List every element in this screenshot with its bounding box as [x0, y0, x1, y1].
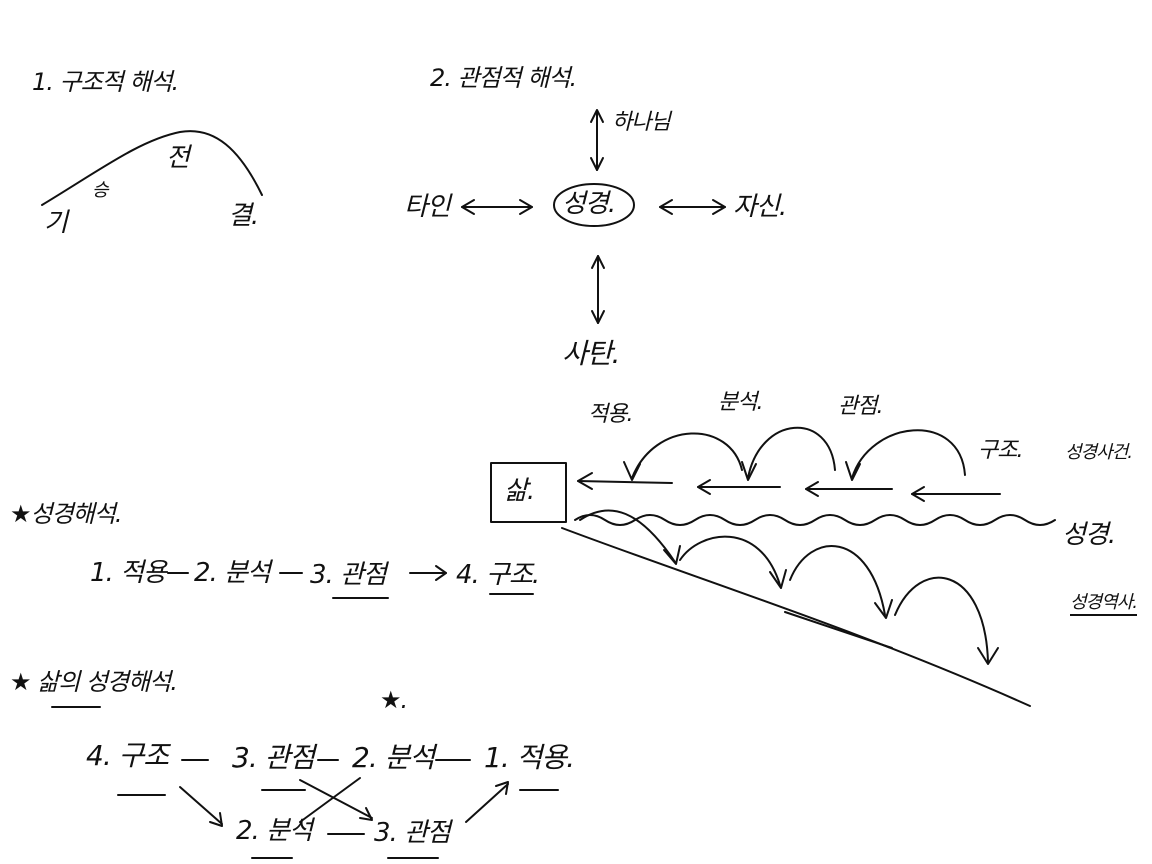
loop-apply [631, 432, 743, 479]
order2-star: ★. [380, 686, 408, 714]
label-seung: 승 [92, 180, 109, 201]
order2-arrow-a [179, 786, 223, 825]
label-satan: 사탄. [562, 337, 620, 370]
label-bible-wave: 성경. [1062, 520, 1116, 550]
history-line [561, 527, 1031, 707]
label-step-structure: 구조. [978, 438, 1023, 463]
low-loop-3 [789, 545, 886, 616]
structure-arc [41, 130, 263, 206]
order2-title: ★ 삶의 성경해석. [10, 668, 178, 696]
order1-title: ★성경해석. [10, 500, 122, 528]
arrow-down-head-a [591, 255, 605, 269]
order2-arrow-a-head [209, 812, 223, 827]
arrow-left-head-b [519, 199, 533, 215]
order1-step4: 4. 구조. [456, 560, 540, 590]
flow-arrow-2-head [697, 479, 711, 495]
low-loop-2 [679, 535, 781, 586]
flow-arrow-1-head [577, 472, 593, 490]
order1-step1: 1. 적용 [90, 558, 167, 588]
arrow-up-head [590, 109, 604, 123]
order2-top-4: 4. 구조 [86, 739, 169, 772]
structure-title: 1. 구조적 해석. [32, 68, 179, 96]
label-god: 하나님 [612, 110, 671, 135]
loop-view-head [845, 461, 861, 481]
center-circle [553, 183, 635, 227]
arrow-right-head-b [712, 199, 726, 215]
label-jeon: 전 [166, 143, 190, 173]
order2-bottom-2: 2. 분석 [236, 816, 313, 846]
order1-step3: 3. 관점 [310, 560, 387, 590]
label-self: 자신. [733, 192, 787, 222]
low-loop-4 [894, 576, 989, 663]
order2-cross-2 [299, 777, 361, 823]
order2-arrow-b [465, 783, 509, 823]
order1-step2: 2. 분석 [194, 558, 271, 588]
flow-arrow-4-head [911, 486, 925, 502]
loop-analysis [747, 426, 836, 479]
flow-arrow-1 [577, 480, 673, 484]
loop-apply-head [623, 461, 641, 481]
flow-arrow-3-head [805, 481, 819, 497]
arrow-right-head-a [659, 199, 673, 215]
label-gi: 기 [44, 208, 68, 238]
low-loop-4-head [977, 647, 999, 665]
low-loop-3-head [874, 599, 893, 619]
order2-top-2: 2. 분석 [352, 741, 435, 774]
low-loop-2-head [769, 569, 787, 589]
order1-arrow-head [435, 565, 447, 581]
order2-bottom-3: 3. 관점 [374, 818, 451, 848]
label-bible-center: 성경. [562, 189, 616, 219]
label-bible-history: 성경역사. [1070, 594, 1138, 616]
loop-analysis-head [741, 461, 757, 481]
loop-view [851, 429, 966, 479]
label-bible-event: 성경사건. [1065, 442, 1133, 463]
arrow-up-tail [590, 157, 604, 171]
viewpoint-title: 2. 관점적 해석. [430, 64, 577, 92]
bible-wave [574, 514, 1056, 526]
order2-cross-1-head [359, 807, 373, 821]
order2-cross-1 [299, 779, 373, 819]
life-box [490, 462, 567, 523]
history-underline [784, 611, 893, 649]
label-others: 타인 [404, 192, 451, 222]
order2-arrow-b-head [495, 781, 509, 795]
low-loop-1-head [663, 545, 681, 565]
label-gyeol: 결. [228, 201, 259, 231]
label-step-view: 관점. [838, 394, 883, 419]
arrow-left-head-a [461, 199, 475, 215]
low-loop-1 [579, 509, 676, 563]
life-box-label: 삶. [504, 476, 535, 506]
order2-top-1: 1. 적용. [484, 741, 575, 774]
arrow-down-head-b [591, 310, 605, 324]
label-step-analysis: 분석. [718, 390, 763, 415]
order2-top-3: 3. 관점 [232, 741, 315, 774]
label-step-apply: 적용. [588, 402, 633, 427]
